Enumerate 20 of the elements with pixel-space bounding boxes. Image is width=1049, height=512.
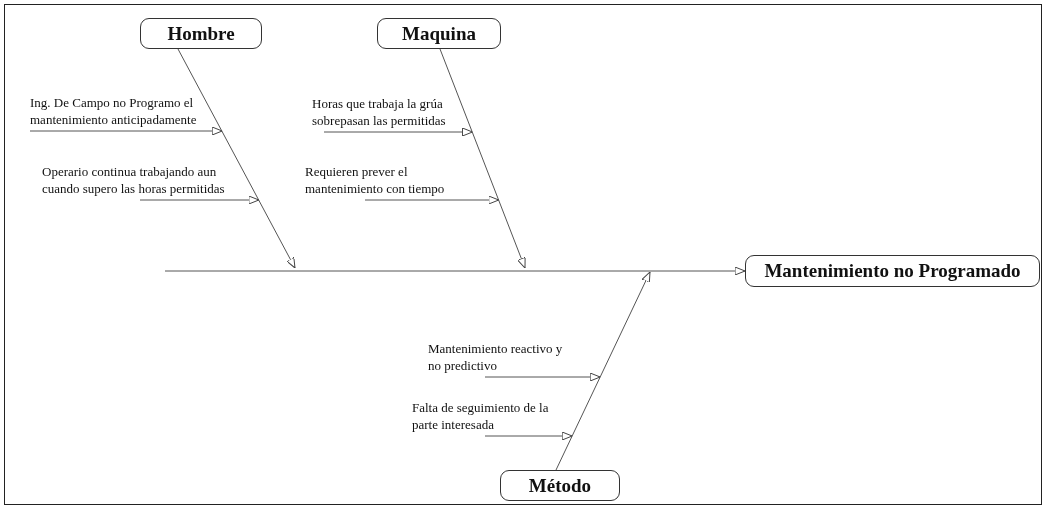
cause-text: Falta de seguimiento de la parte interesada (412, 399, 562, 436)
effect-box: Mantenimiento no Programado (745, 255, 1040, 287)
category-box: Maquina (377, 18, 501, 49)
cause-text: Ing. De Campo no Programo el mantenimiento anticipadamente (30, 94, 212, 131)
arrow (164, 266, 746, 276)
arrow (139, 195, 260, 205)
arrow (177, 48, 296, 269)
arrow (364, 195, 500, 205)
arrow (439, 48, 526, 269)
cause-text: Requieren prever el mantenimiento con tiempo (305, 163, 455, 200)
category-box: Hombre (140, 18, 262, 49)
cause-text: Operario continua trabajando aun cuando supero las horas permitidas (42, 163, 242, 200)
arrow (555, 271, 651, 471)
arrow (323, 127, 473, 137)
arrow (29, 126, 223, 136)
cause-text: Mantenimiento reactivo y no predictivo (428, 340, 568, 377)
arrow (484, 431, 573, 441)
cause-text: Horas que trabaja la grúa sobrepasan las permitidas (312, 95, 454, 132)
category-box: Método (500, 470, 620, 501)
arrow (484, 372, 601, 382)
